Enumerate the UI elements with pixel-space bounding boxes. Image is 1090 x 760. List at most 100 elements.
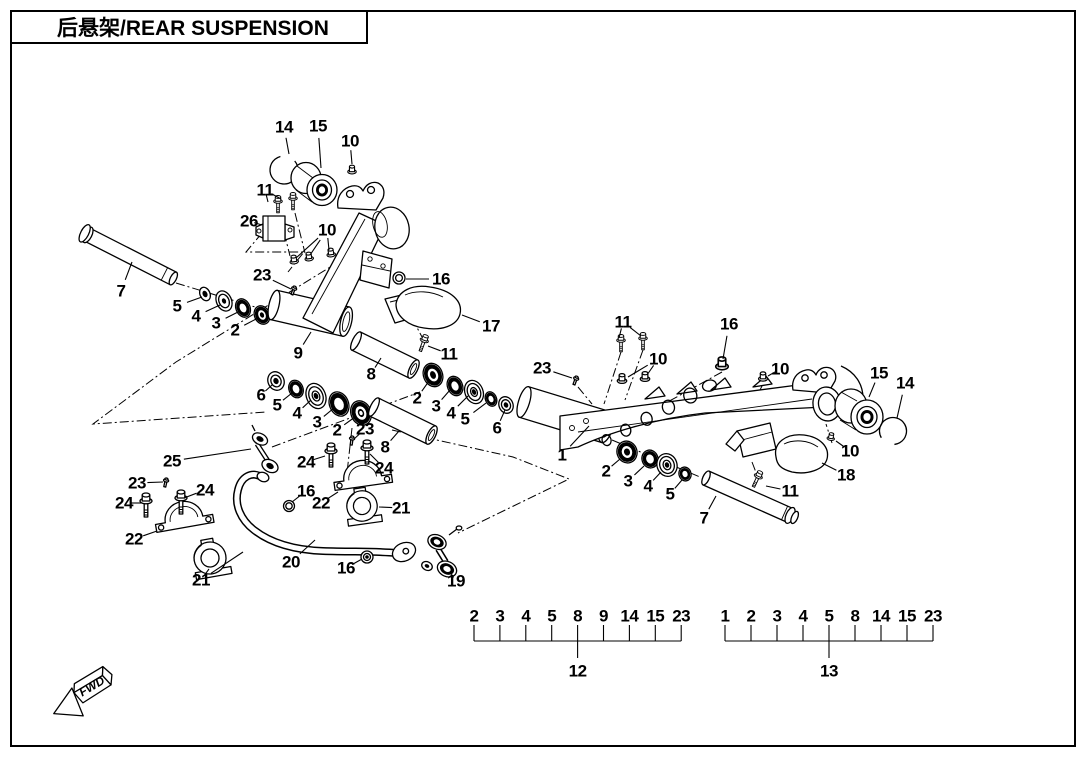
callout-2-54: 2 — [601, 461, 611, 481]
leader-line — [327, 237, 330, 251]
index-num-4: 4 — [521, 606, 531, 626]
leader-line — [295, 237, 319, 259]
part-pivot-shaft-right — [701, 470, 800, 525]
leader-line — [352, 558, 363, 565]
part-washer-set-left — [198, 286, 271, 325]
index-num-3: 3 — [772, 606, 782, 626]
part-bushing-rubber-right — [346, 486, 384, 527]
leader-line — [183, 492, 197, 499]
callout-21-39: 21 — [192, 570, 210, 590]
index-num-23: 23 — [924, 606, 942, 626]
leader-line — [896, 394, 903, 419]
leader-line — [271, 193, 282, 200]
callout-1-44: 1 — [557, 445, 567, 465]
part-mud-deflector-left — [384, 285, 462, 330]
callout-5-27: 5 — [460, 409, 470, 429]
callout-18-52: 18 — [837, 465, 855, 485]
index-num-15: 15 — [646, 606, 665, 626]
index-num-15: 15 — [898, 606, 916, 626]
part-spacer-tube-upper — [349, 331, 420, 379]
index-num-4: 4 — [798, 606, 808, 626]
part-bearing-right — [834, 388, 884, 435]
index-group-13: 13 — [820, 661, 838, 681]
callout-24-36: 24 — [115, 493, 133, 513]
part-clamp-left — [154, 500, 215, 534]
index-num-2: 2 — [469, 606, 479, 626]
leader-line — [427, 345, 441, 352]
part-stabilizer-link-upper — [251, 424, 279, 474]
callout-11-45: 11 — [614, 312, 632, 332]
callout-17-8: 17 — [482, 316, 500, 336]
leader-line — [282, 392, 293, 401]
callout-10-48: 10 — [771, 359, 789, 379]
callout-20-40: 20 — [282, 552, 300, 572]
leader-line — [299, 539, 316, 555]
callout-19-42: 19 — [447, 571, 465, 591]
callout-6-28: 6 — [492, 418, 502, 438]
part-swingarm-left — [267, 181, 410, 337]
callout-2-13: 2 — [230, 320, 240, 340]
callout-10-2: 10 — [341, 131, 359, 151]
leader-line — [205, 304, 221, 313]
index-group-12: 12 — [568, 661, 587, 681]
part-stabilizer-bar — [232, 470, 417, 563]
leader-line — [674, 479, 683, 489]
callout-7-9: 7 — [116, 281, 126, 301]
part-stabilizer-link-lower — [421, 525, 463, 578]
index-num-5: 5 — [547, 606, 557, 626]
callout-11-3: 11 — [256, 180, 274, 200]
leader-line — [369, 453, 379, 463]
callout-5-10: 5 — [172, 296, 182, 316]
leader-line — [652, 471, 662, 481]
index-num-8: 8 — [573, 606, 583, 626]
leader-line — [765, 485, 781, 490]
leader-line — [147, 481, 164, 484]
leader-line — [553, 371, 573, 379]
leader-line — [309, 239, 321, 256]
callout-15-49: 15 — [870, 363, 888, 383]
callout-4-26: 4 — [446, 403, 456, 423]
index-num-14: 14 — [620, 606, 639, 626]
callout-15-1: 15 — [309, 116, 327, 136]
leader-line — [143, 530, 158, 537]
callout-3-20: 3 — [312, 412, 322, 432]
callout-16-41: 16 — [337, 558, 355, 578]
leader-line — [350, 150, 353, 165]
callout-3-25: 3 — [431, 396, 441, 416]
leader-line — [627, 364, 648, 378]
index-num-8: 8 — [850, 606, 860, 626]
callout-2-24: 2 — [412, 388, 422, 408]
leader-line — [285, 137, 290, 155]
part-clamp-right — [333, 459, 394, 491]
callout-3-55: 3 — [623, 471, 633, 491]
callout-8-23: 8 — [380, 437, 390, 457]
leader-line — [327, 491, 339, 500]
leader-line — [611, 458, 621, 467]
index-num-9: 9 — [599, 606, 608, 626]
leader-line — [421, 380, 430, 392]
callout-16-7: 16 — [432, 269, 450, 289]
leader-line — [374, 357, 382, 368]
callout-3-12: 3 — [211, 313, 221, 333]
index-num-23: 23 — [672, 606, 691, 626]
part-mud-deflector-right — [725, 422, 829, 474]
leader-line — [461, 314, 480, 323]
index-num-5: 5 — [824, 606, 834, 626]
leader-line — [634, 465, 645, 476]
part-swingarm-right — [516, 365, 864, 451]
callout-10-51: 10 — [841, 441, 859, 461]
leader-line — [708, 495, 717, 510]
callout-16-31: 16 — [297, 481, 315, 501]
leader-line — [821, 462, 837, 471]
leader-line — [254, 222, 263, 226]
leader-lines — [124, 137, 934, 658]
leader-line — [318, 137, 322, 169]
leader-line — [441, 389, 451, 400]
callout-23-6: 23 — [253, 265, 271, 285]
part-nut-16-lower — [360, 550, 374, 564]
leader-line — [313, 455, 326, 461]
leader-line — [183, 448, 252, 460]
leader-line — [629, 327, 642, 337]
